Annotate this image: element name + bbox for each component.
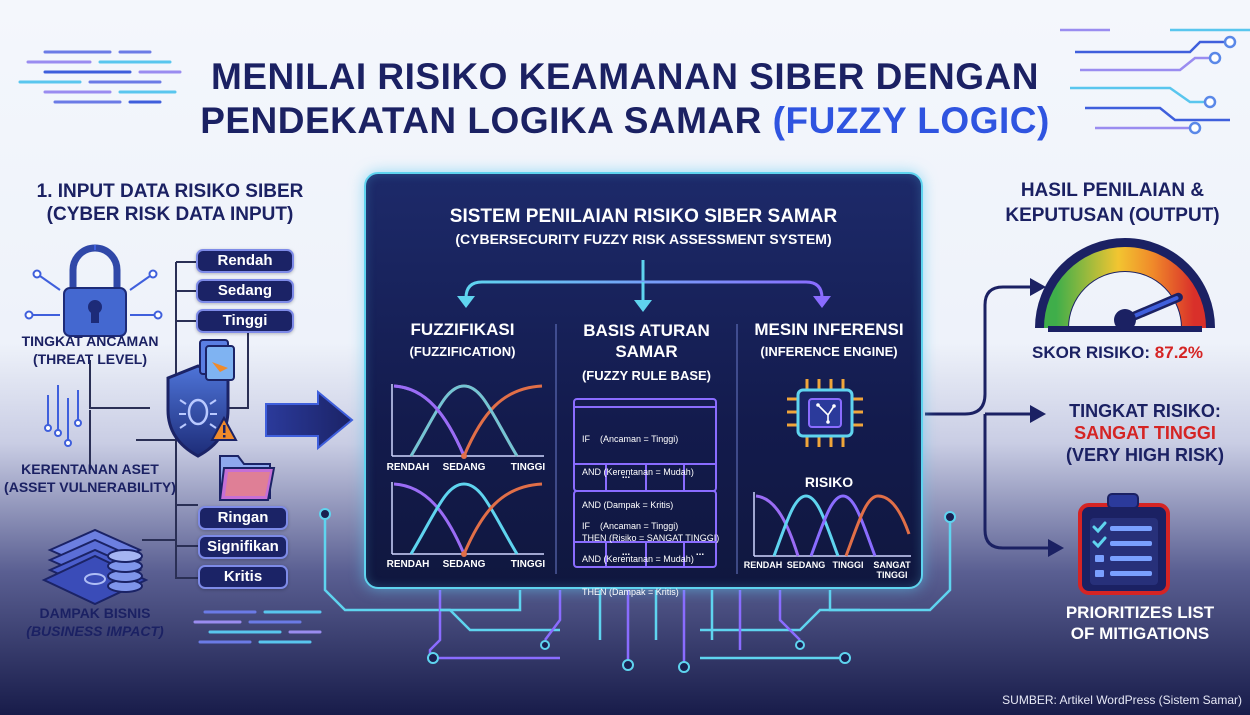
mitigation-label-1: PRIORITIZES LIST — [1065, 603, 1215, 622]
cpu-chip-icon — [787, 379, 863, 447]
rule-1-line-3: AND (Dampak = Kritis) — [582, 500, 674, 510]
shield-bug-icon — [166, 364, 238, 458]
mf1-tinggi: TINGGI — [510, 462, 546, 473]
rules-sub: (FUZZY RULE BASE) — [581, 368, 712, 383]
mf-plot-1 — [391, 384, 544, 459]
rule-2-line-1: IF (Ancaman = Tinggi) — [582, 521, 679, 531]
rule-2-line-3: THEN (Dampak = Kritis) — [582, 587, 679, 597]
fuzzy-system-panel: SISTEM PENILAIAN RISIKO SIBER SAMAR (CYB… — [364, 172, 923, 597]
mf2-sedang: SEDANG — [442, 559, 486, 570]
title-accent: (FUZZY LOGIC) — [772, 100, 1050, 141]
rule-2: IF (Ancaman = Tinggi) AND (Kerentanan = … — [582, 499, 694, 620]
out-sangat-tinggi: SANGAT TINGGI — [868, 560, 916, 580]
out-sedang: SEDANG — [786, 560, 826, 570]
system-subtitle: (CYBERSECURITY FUZZY RISK ASSESSMENT SYS… — [455, 231, 832, 247]
output-heading-2: KEPUTUSAN (OUTPUT) — [1005, 205, 1220, 226]
rule-table-2 — [573, 490, 717, 568]
rule-1: IF (Ancaman = Tinggi) AND (Kerentanan = … — [582, 412, 719, 566]
header-circuit-left — [18, 50, 182, 104]
rule-1-ellipsis: ... — [621, 470, 631, 481]
title-line-1: MENILAI RISIKO KEAMANAN SIBER DENGAN — [211, 56, 1039, 97]
rule-2-ellipsis-2: ... — [695, 547, 705, 558]
out-rendah: RENDAH — [743, 560, 783, 570]
output-arrowheads — [1030, 278, 1064, 557]
infer-sub: (INFERENCE ENGINE) — [760, 344, 898, 359]
mf1-sedang: SEDANG — [442, 462, 486, 473]
mitigation-label: PRIORITIZES LIST OF MITIGATIONS — [1030, 602, 1250, 644]
risk-score-label: SKOR RISIKO: — [1032, 343, 1151, 362]
impact-label-main: DAMPAK BISNIS — [39, 605, 151, 621]
output-heading-1: HASIL PENILAIAN & — [1020, 180, 1205, 201]
rule-2-line-2: AND (Kerentanan = Mudah) — [582, 554, 694, 564]
fuzz-sub: (FUZZIFICATION) — [409, 344, 516, 359]
circuit-nodes — [319, 508, 956, 673]
output-branches — [925, 285, 1050, 550]
risk-gauge-icon — [1035, 238, 1215, 332]
title-line-2: PENDEKATAN LOGIKA SAMAR (FUZZY LOGIC) — [150, 99, 1100, 143]
panel-graphics — [391, 260, 911, 574]
input-arrow-icon — [265, 389, 354, 451]
risk-label: RISIKO — [804, 474, 854, 490]
risk-level-value: SANGAT TINGGI — [1074, 423, 1216, 443]
risk-level-label: TINGKAT RISIKO: — [1069, 401, 1221, 421]
rules-title-2: SAMAR — [615, 342, 678, 361]
input-heading-2: (CYBER RISK DATA INPUT) — [46, 204, 294, 225]
threat-label: TINGKAT ANCAMAN (THREAT LEVEL) — [0, 332, 180, 368]
mf1-rendah: RENDAH — [386, 462, 430, 473]
out-sangat-tinggi-2: TINGGI — [876, 570, 908, 580]
output-heading: HASIL PENILAIAN & KEPUTUSAN (OUTPUT) — [975, 178, 1250, 228]
folder-icon — [218, 455, 276, 501]
fuzz-title: FUZZIFIKASI — [410, 320, 515, 339]
pill-ringan: Ringan — [198, 506, 288, 530]
pill-sedang: Sedang — [196, 279, 294, 303]
mf2-rendah: RENDAH — [386, 559, 430, 570]
header-circuit-right — [1060, 28, 1250, 135]
rule-1-line-2: AND (Kerentanan = Mudah) — [582, 467, 694, 477]
rules-title: BASIS ATURAN SAMAR — [556, 320, 737, 362]
pill-rendah: Rendah — [196, 249, 294, 273]
infer-title: MESIN INFERENSI — [754, 320, 904, 339]
threat-label-sub: (THREAT LEVEL) — [32, 351, 148, 367]
rule-table-1 — [573, 398, 717, 492]
impact-label-sub: (BUSINESS IMPACT) — [26, 623, 164, 639]
document-icon — [199, 339, 235, 381]
title-main: PENDEKATAN LOGIKA SAMAR — [200, 100, 762, 141]
source-note: SUMBER: Artikel WordPress (Sistem Samar) — [1002, 693, 1242, 707]
pill-tinggi: Tinggi — [196, 309, 294, 333]
vuln-label-sub: (ASSET VULNERABILITY) — [4, 479, 176, 495]
padlock-icon — [24, 244, 163, 337]
bottom-circuit — [323, 520, 952, 662]
risk-level-en: (VERY HIGH RISK) — [1065, 445, 1225, 465]
footer-dashes-left — [193, 610, 322, 644]
input-heading: 1. INPUT DATA RISIKO SIBER (CYBER RISK D… — [0, 180, 340, 226]
coin-stack-icon — [107, 549, 143, 593]
network-sticks-icon — [44, 385, 82, 447]
input-heading-1: 1. INPUT DATA RISIKO SIBER — [36, 181, 304, 202]
pill-signifikan: Signifikan — [198, 535, 288, 559]
rule-1-line-1: IF (Ancaman = Tinggi) — [582, 434, 679, 444]
system-title: SISTEM PENILAIAN RISIKO SIBER SAMAR — [449, 206, 838, 227]
rule-1-line-4: THEN (Risiko = SANGAT TINGGI) — [582, 533, 720, 543]
vuln-label: KERENTANAN ASET (ASSET VULNERABILITY) — [0, 460, 180, 496]
mf2-tinggi: TINGGI — [510, 559, 546, 570]
risk-score-value: 87.2% — [1154, 343, 1203, 362]
mf-plot-2 — [391, 482, 544, 557]
rules-title-1: BASIS ATURAN — [583, 321, 710, 340]
out-tinggi: TINGGI — [832, 560, 864, 570]
risk-level: TINGKAT RISIKO: SANGAT TINGGI (VERY HIGH… — [1040, 400, 1250, 466]
threat-label-main: TINGKAT ANCAMAN — [21, 333, 159, 349]
out-sangat: SANGAT — [873, 560, 911, 570]
rule-2-ellipsis-1: ... — [621, 547, 631, 558]
clipboard-icon — [1078, 493, 1170, 595]
impact-label: DAMPAK BISNIS (BUSINESS IMPACT) — [10, 604, 180, 640]
risk-score: SKOR RISIKO: 87.2% — [985, 343, 1250, 363]
mitigation-label-2: OF MITIGATIONS — [1070, 624, 1210, 643]
pill-kritis: Kritis — [198, 565, 288, 589]
risk-mf-plot — [753, 492, 911, 557]
vuln-label-main: KERENTANAN ASET — [21, 461, 159, 477]
